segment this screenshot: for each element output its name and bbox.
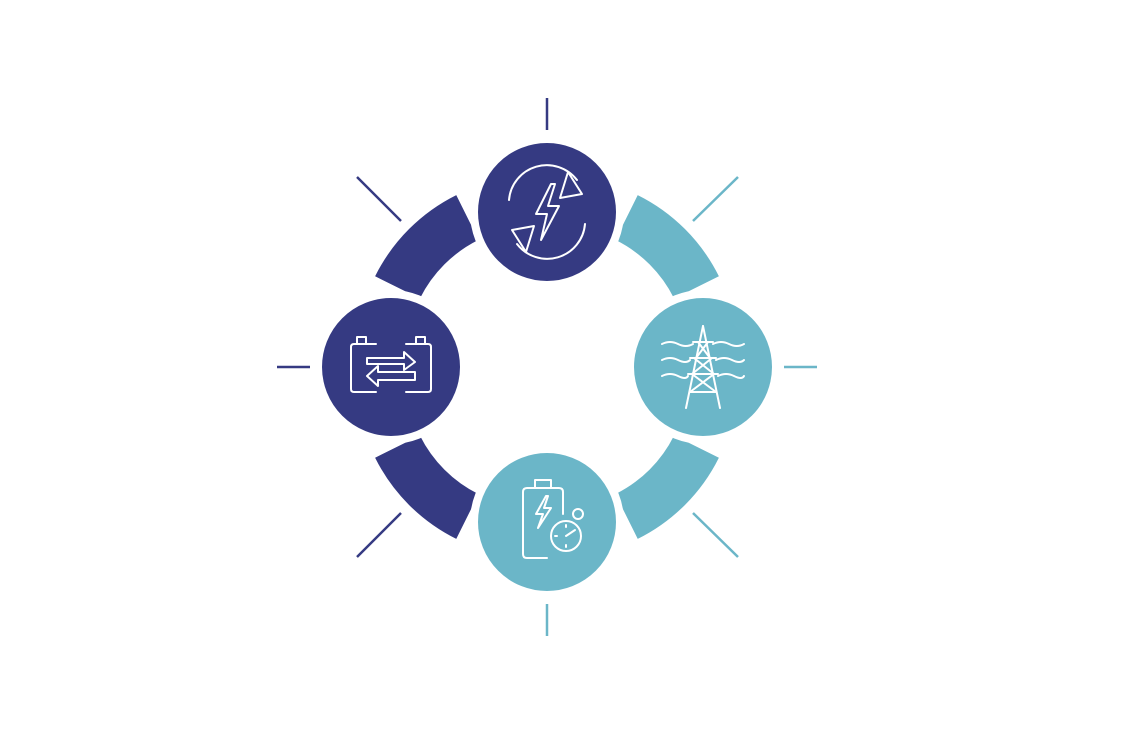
node-left [314, 290, 468, 444]
node-bottom [470, 445, 624, 599]
rays [277, 98, 817, 636]
nodes [314, 135, 780, 599]
ring-arc-top-left [375, 195, 480, 300]
ring-arc-bottom-left [375, 434, 480, 539]
ray-south-east [692, 512, 739, 558]
ring-arc-top-right [614, 195, 719, 300]
ray-south-west [356, 512, 402, 558]
ray-north-west [356, 176, 402, 222]
node-bottom-circle [470, 445, 624, 599]
node-right [626, 290, 780, 444]
battery-charging-timer-icon [522, 479, 584, 559]
battery-exchange-icon [350, 336, 432, 393]
node-top [470, 135, 624, 289]
node-top-circle [470, 135, 624, 289]
energy-cycle-icon [508, 164, 586, 260]
power-transmission-tower-icon [661, 325, 745, 409]
node-left-circle [314, 290, 468, 444]
ring-arc-bottom-right [614, 434, 719, 539]
ring [375, 195, 719, 539]
node-right-circle [626, 290, 780, 444]
ray-north-east [692, 176, 739, 222]
